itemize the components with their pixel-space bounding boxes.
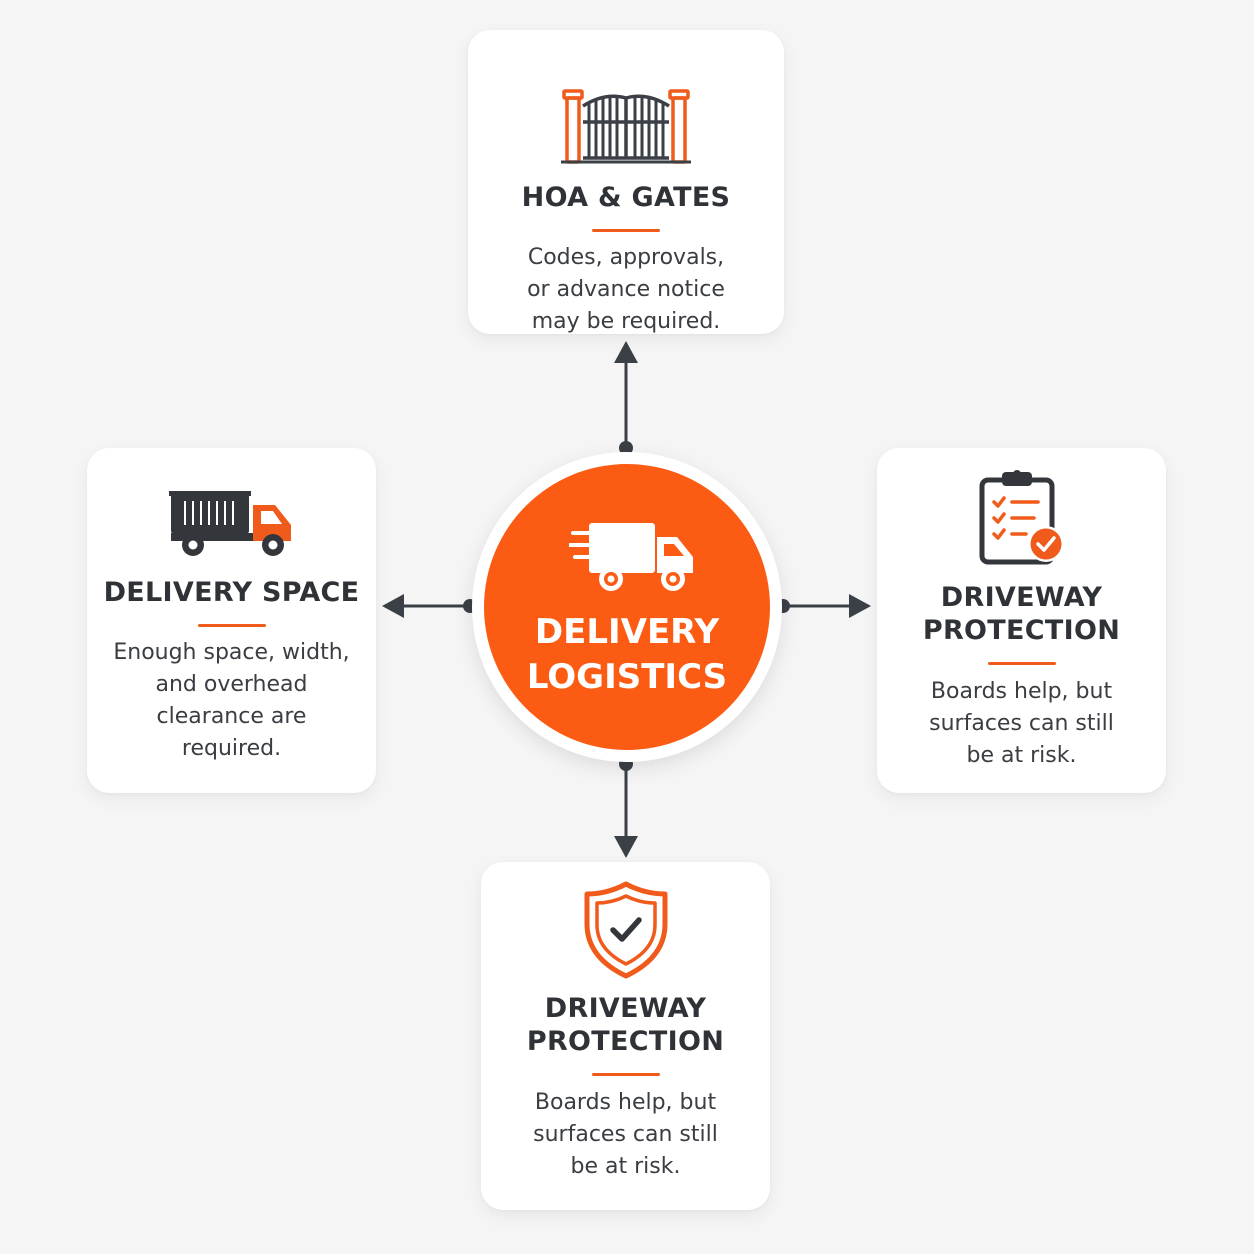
arrow-left-head xyxy=(382,594,404,618)
card-description: Boards help, but surfaces can still be a… xyxy=(533,1090,718,1179)
gate-icon xyxy=(561,89,691,164)
card-title: DRIVEWAY PROTECTION xyxy=(526,993,725,1057)
card-description: Enough space, width, and overhead cleara… xyxy=(113,640,350,761)
center-hub: DELIVERY LOGISTICS xyxy=(472,452,782,762)
card-description: Codes, approvals, or advance notice may … xyxy=(527,245,725,334)
card-title: DELIVERY SPACE xyxy=(103,577,360,608)
shield-check-icon xyxy=(584,881,667,979)
clipboard-checklist-icon xyxy=(979,470,1064,565)
card-hoa-gates: HOA & GATES Codes, approvals, or advance… xyxy=(468,30,784,334)
card-description: Boards help, but surfaces can still be a… xyxy=(929,679,1114,768)
title-divider xyxy=(592,229,660,232)
arrow-right-head xyxy=(849,594,871,618)
card-driveway-protection-right: DRIVEWAY PROTECTION Boards help, but sur… xyxy=(877,448,1166,793)
center-title: DELIVERY LOGISTICS xyxy=(526,612,728,697)
card-title: DRIVEWAY PROTECTION xyxy=(922,582,1121,646)
card-driveway-protection-bottom: DRIVEWAY PROTECTION Boards help, but sur… xyxy=(481,862,770,1210)
title-divider xyxy=(197,624,266,627)
arrow-up-head xyxy=(614,341,638,363)
card-title: HOA & GATES xyxy=(521,182,731,213)
card-delivery-space: DELIVERY SPACE Enough space, width, and … xyxy=(87,448,376,793)
arrow-up-dot xyxy=(619,441,633,455)
delivery-truck-icon xyxy=(569,523,693,591)
dump-truck-icon xyxy=(168,491,291,556)
title-divider xyxy=(987,662,1056,665)
title-divider xyxy=(591,1073,660,1076)
arrow-down-head xyxy=(614,836,638,858)
center-hub-circle: DELIVERY LOGISTICS xyxy=(484,464,770,750)
